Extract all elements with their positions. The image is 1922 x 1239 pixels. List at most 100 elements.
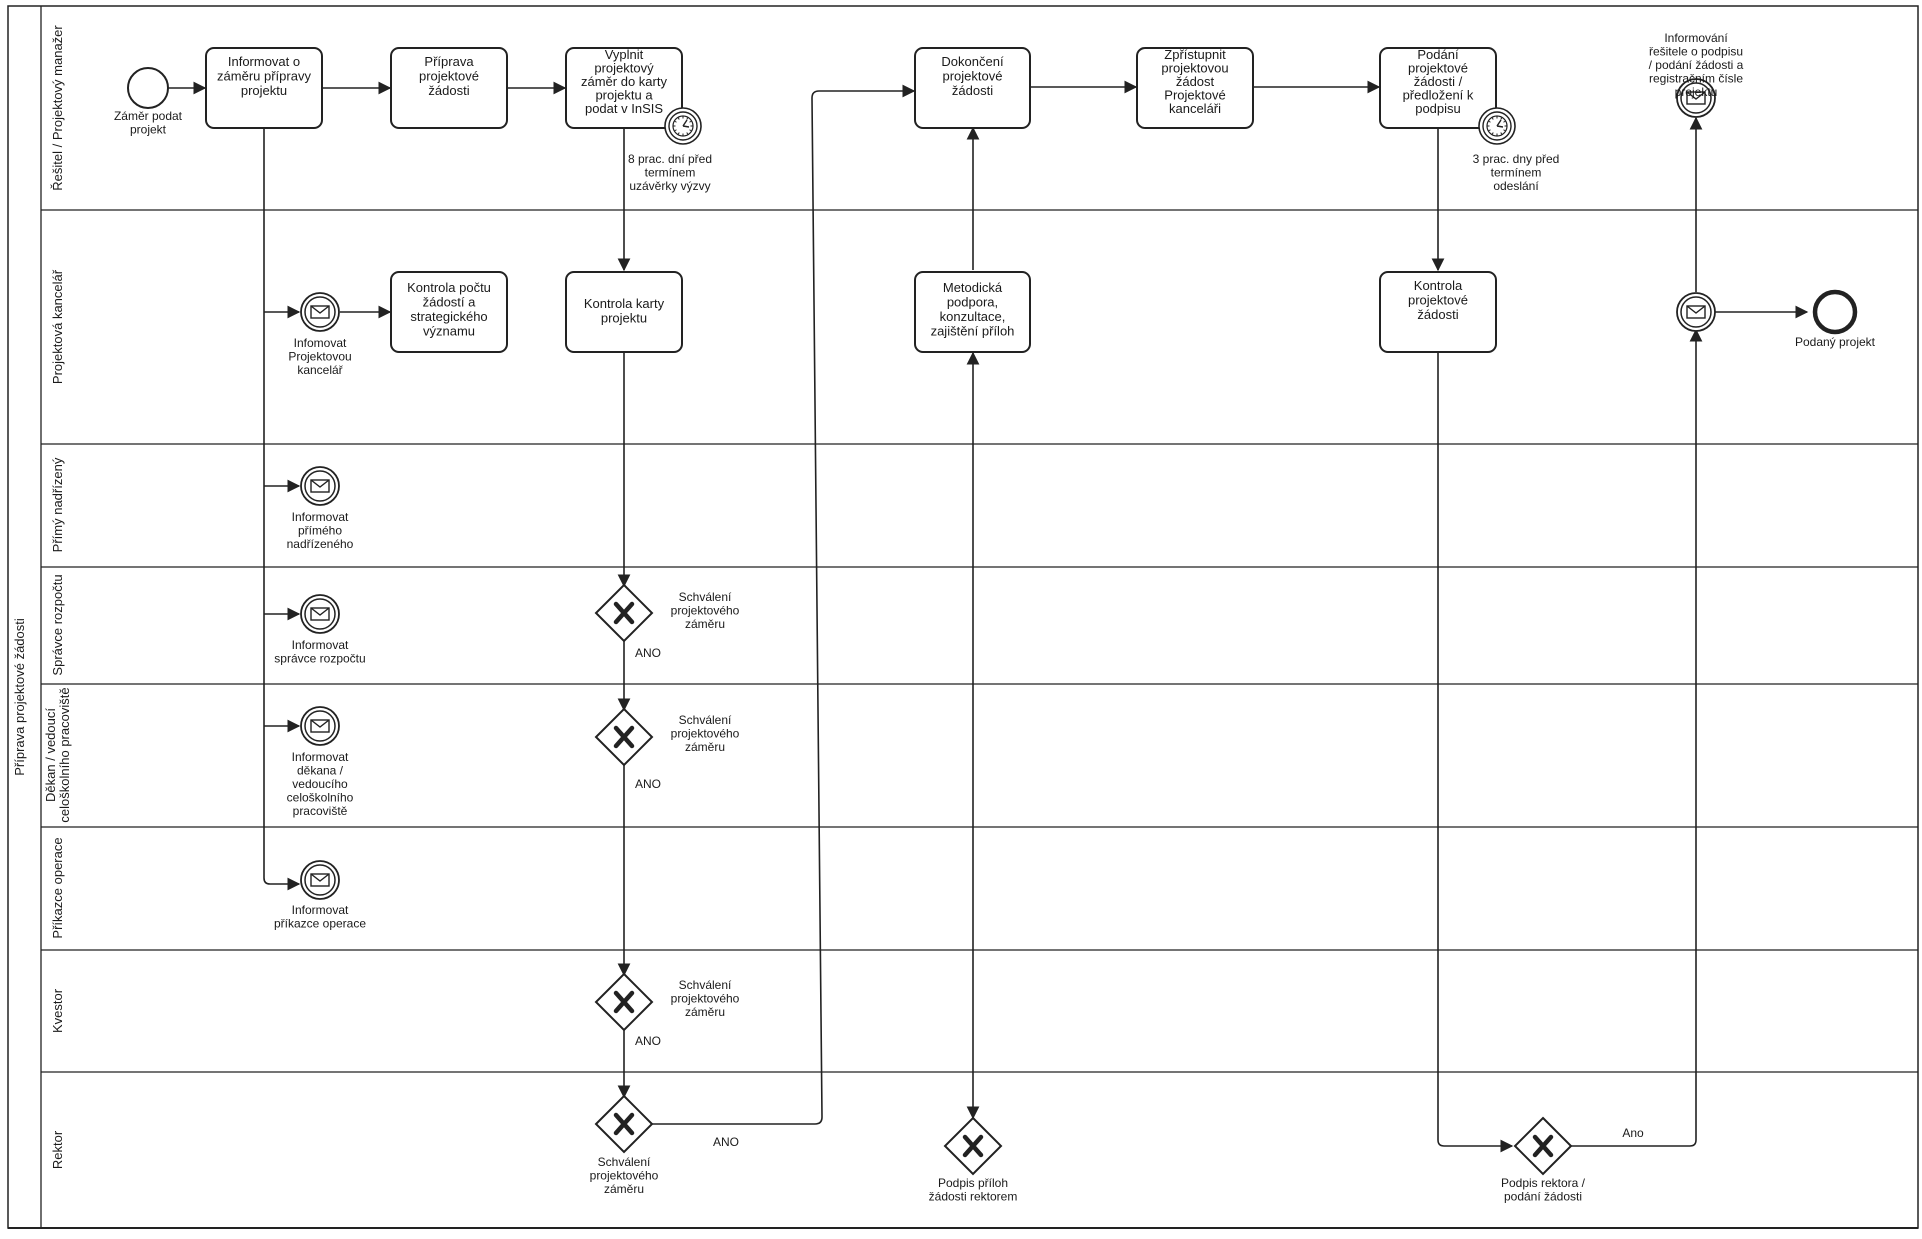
task-box <box>565 47 683 129</box>
flow-label-ano1: ANO <box>635 646 661 660</box>
envelope-icon <box>1676 78 1716 118</box>
flow-t1-notify-trunk <box>263 128 301 891</box>
flow-g-rektor-to-t4 <box>651 84 916 1125</box>
timer-icon <box>664 107 702 145</box>
envelope-icon <box>300 594 340 634</box>
flow-label-ano3: ANO <box>635 1034 661 1048</box>
sequence-flows <box>168 80 1809 1153</box>
event-msg_right <box>1676 292 1716 332</box>
task-box <box>390 47 508 129</box>
lane-label-resitel: Řešitel / Projektový manažer <box>50 25 65 191</box>
task-box <box>914 271 1031 353</box>
lane-dividers <box>41 209 1918 1073</box>
envelope-icon <box>300 860 340 900</box>
flow-label-ano4: ANO <box>713 1135 739 1149</box>
exclusive-gateway-icon <box>594 583 654 643</box>
start-event-icon <box>127 67 169 109</box>
lane-label-dekan: Děkan / vedoucíceloškolního pracoviště <box>43 687 72 822</box>
task-box <box>205 47 323 129</box>
flow-label-ano5: Ano <box>1622 1126 1644 1140</box>
envelope-icon <box>1676 292 1716 332</box>
exclusive-gateway-icon <box>943 1116 1003 1176</box>
gateway-g_podpis: Podpis rektora /podání žádosti <box>1501 1116 1586 1204</box>
flow-g-podpis-to-msg-right <box>1570 328 1703 1147</box>
end-event-icon <box>1812 289 1858 335</box>
timer-icon <box>1478 107 1516 145</box>
exclusive-gateway-icon <box>594 707 654 767</box>
lane-label-spravce: Správce rozpočtu <box>50 574 65 675</box>
event-end: Podaný projekt <box>1795 289 1876 349</box>
task-box <box>1379 271 1497 353</box>
pool: Příprava projektové žádosti <box>7 5 1919 1229</box>
event-label: Podaný projekt <box>1795 335 1876 349</box>
task-box <box>565 271 683 353</box>
envelope-icon <box>300 706 340 746</box>
flow-label-ano2: ANO <box>635 777 661 791</box>
lane-label-kancelar: Projektová kancelář <box>50 269 65 384</box>
pool-title: Příprava projektové žádosti <box>12 618 27 776</box>
task-box <box>1379 47 1497 129</box>
flow-t10-to-g-podpis <box>1437 352 1514 1153</box>
lane-label-kvestor: Kvestor <box>50 988 65 1033</box>
lane-label-rektor: Rektor <box>50 1130 65 1169</box>
exclusive-gateway-icon <box>594 1094 654 1154</box>
lane-label-prikazce: Příkazce operace <box>50 837 65 938</box>
exclusive-gateway-icon <box>594 972 654 1032</box>
lane-label-nadrizeny: Přímý nadřízený <box>50 457 65 552</box>
pool-border <box>7 5 1919 1229</box>
task-box <box>914 47 1031 129</box>
exclusive-gateway-icon <box>1513 1116 1573 1176</box>
envelope-icon <box>300 466 340 506</box>
gateway-label: Podpis rektora /podání žádosti <box>1501 1176 1586 1204</box>
envelope-icon <box>300 292 340 332</box>
